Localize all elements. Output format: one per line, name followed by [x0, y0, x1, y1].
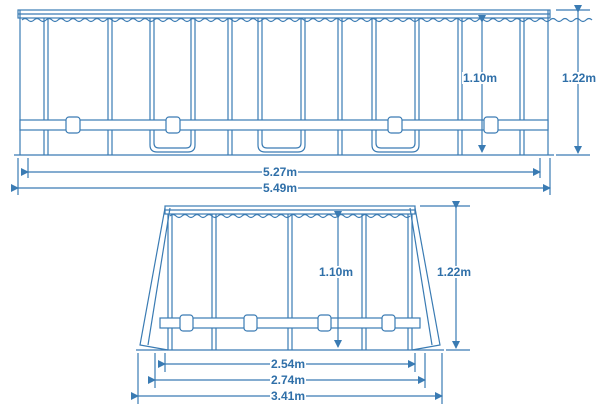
long-total-height-label: 1.22m [561, 71, 598, 85]
long-side-pool-frame [14, 9, 593, 156]
short-inner-width-label: 2.54m [270, 357, 307, 371]
short-mid-width-label: 2.74m [270, 373, 307, 387]
short-total-height-label: 1.22m [436, 265, 473, 279]
short-water-height-label: 1.10m [318, 265, 355, 279]
long-outer-length-label: 5.49m [262, 181, 299, 195]
long-inner-length-label: 5.27m [262, 165, 299, 179]
long-side-dimensions [11, 5, 590, 195]
short-outer-width-label: 3.41m [270, 389, 307, 403]
long-water-height-label: 1.10m [462, 71, 499, 85]
short-side-pool-frame [136, 205, 444, 351]
